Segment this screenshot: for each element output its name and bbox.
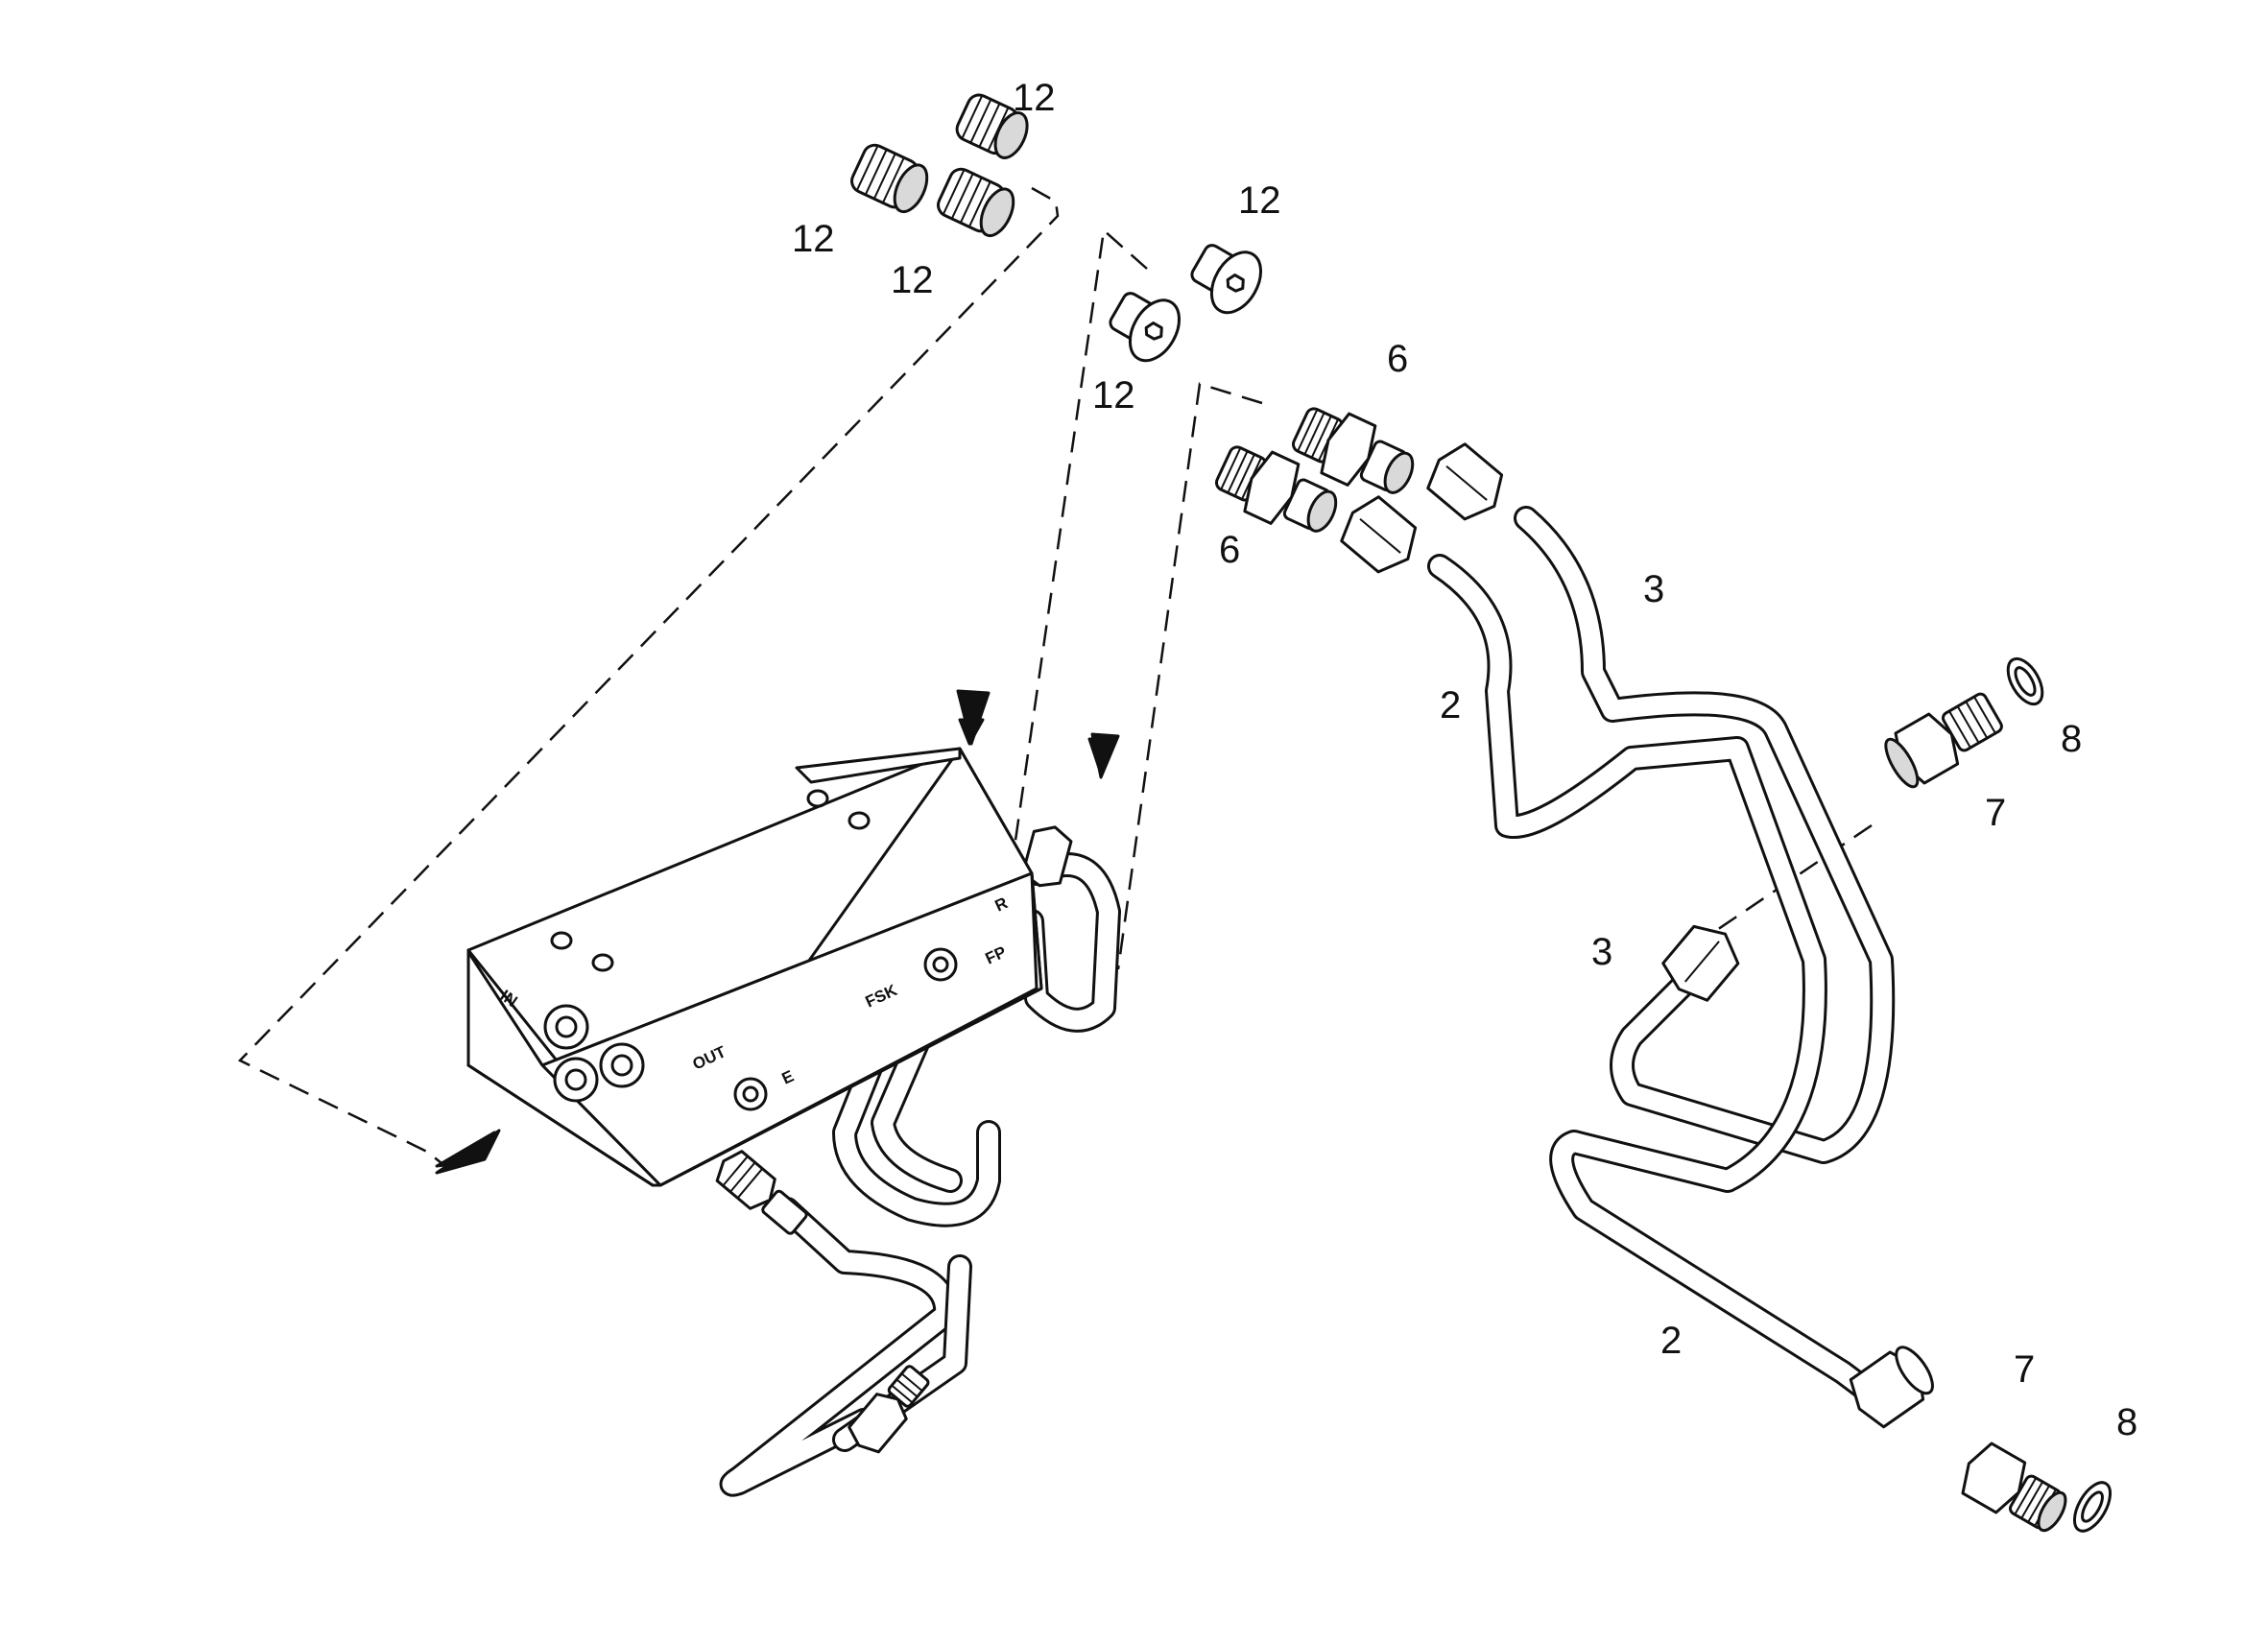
callout-12-hex-top: 12 <box>1238 179 1281 222</box>
callout-2-upper: 2 <box>1440 684 1461 727</box>
callout-6-bottom: 6 <box>1219 529 1240 571</box>
callout-7-lower: 7 <box>2014 1348 2035 1391</box>
callout-2-lower: 2 <box>1660 1320 1682 1362</box>
block-pipe-assembly <box>715 825 1121 1497</box>
callout-12-top: 12 <box>1013 77 1056 119</box>
callout-3-upper: 3 <box>1643 568 1664 610</box>
callout-3-lower: 3 <box>1591 931 1612 973</box>
callout-12-hex-bottom: 12 <box>1092 374 1135 417</box>
callout-labels: 12 12 12 12 12 6 6 3 3 2 2 7 7 8 8 <box>792 77 2137 1443</box>
callout-6-top: 6 <box>1387 338 1408 380</box>
assembly-guide-lines <box>237 186 1873 1175</box>
callout-12-bottom-left: 12 <box>891 259 934 301</box>
callout-12-left: 12 <box>792 218 835 260</box>
valve-block: IN OUT E FSK FP R <box>466 747 1043 1187</box>
adapter-group <box>1214 407 1415 533</box>
plug-group-hex-socket <box>1109 244 1263 363</box>
callout-8-upper: 8 <box>2061 718 2082 760</box>
callout-8-lower: 8 <box>2116 1401 2137 1443</box>
union-and-washer-parts <box>1884 656 2113 1533</box>
plug-group-top-left <box>850 93 1029 238</box>
callout-7-upper: 7 <box>1985 792 2006 834</box>
pipe-assembly-right <box>1340 442 1934 1429</box>
